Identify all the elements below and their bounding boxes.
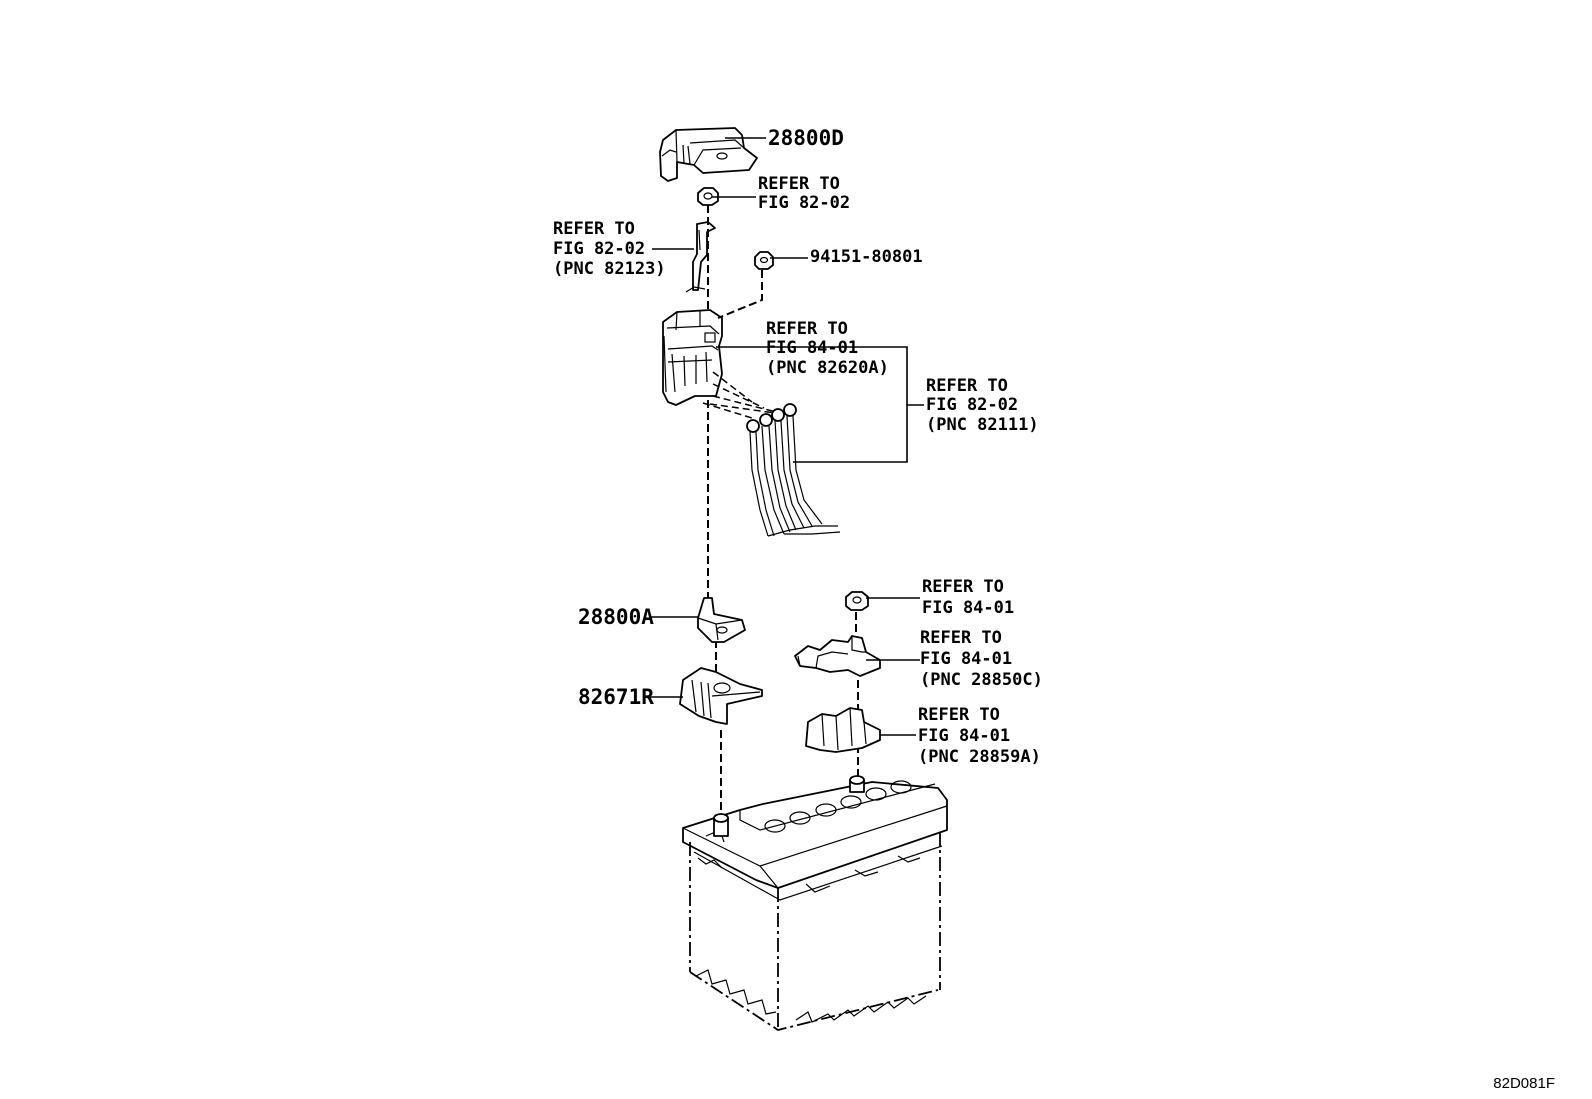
callout-refer-82-02-pnc-82123[interactable]: REFER TO FIG 82-02 (PNC 82123) — [553, 219, 666, 279]
label-line: FIG 84-01 — [922, 598, 1014, 618]
label-line: (PNC 82111) — [926, 415, 1039, 435]
label-line: 28800D — [768, 126, 844, 150]
terminal-82671R-part[interactable] — [679, 667, 763, 725]
label-line: 82671R — [578, 685, 654, 709]
callout-refer-84-01-pnc-28859A[interactable]: REFER TO FIG 84-01 (PNC 28859A) — [918, 705, 1041, 767]
label-line: FIG 82-02 — [758, 193, 850, 213]
label-line: (PNC 82620A) — [766, 358, 889, 378]
label-line: FIG 82-02 — [926, 395, 1018, 415]
battery-part[interactable] — [682, 775, 948, 1031]
label-line: REFER TO — [918, 705, 1000, 725]
terminal-cover-part[interactable] — [659, 127, 758, 182]
callout-refer-84-01-nut[interactable]: REFER TO FIG 84-01 — [922, 577, 1014, 618]
leader-lines — [650, 137, 924, 736]
callout-refer-84-01-pnc-82620A[interactable]: REFER TO FIG 84-01 (PNC 82620A) — [766, 319, 889, 378]
label-line: FIG 84-01 — [918, 726, 1010, 746]
label-line: FIG 82-02 — [553, 239, 645, 259]
label-line: REFER TO — [553, 219, 635, 239]
terminal-clamp-28800A-part[interactable] — [697, 597, 746, 643]
callout-28800D[interactable]: 28800D — [768, 126, 844, 150]
label-line: REFER TO — [920, 628, 1002, 648]
figure-reference-code: 82D081F — [1493, 1075, 1555, 1092]
nut-94151-part[interactable] — [754, 251, 774, 270]
fusible-link-block-part[interactable] — [662, 309, 723, 406]
callout-28800A[interactable]: 28800A — [578, 605, 654, 629]
callout-refer-82-02-pnc-82111[interactable]: REFER TO FIG 82-02 (PNC 82111) — [926, 376, 1039, 435]
callout-82671R[interactable]: 82671R — [578, 685, 654, 709]
terminal-28850C-part[interactable] — [794, 635, 881, 677]
label-line: 94151-80801 — [810, 247, 923, 267]
label-line: (PNC 28859A) — [918, 747, 1041, 767]
label-line: (PNC 28850C) — [920, 670, 1043, 690]
label-line: FIG 84-01 — [920, 649, 1012, 669]
label-line: (PNC 82123) — [553, 259, 666, 279]
nut-upper-part[interactable] — [697, 187, 719, 206]
callout-refer-84-01-pnc-28850C[interactable]: REFER TO FIG 84-01 (PNC 28850C) — [920, 628, 1043, 690]
label-line: REFER TO — [758, 174, 840, 194]
label-line: REFER TO — [766, 319, 848, 339]
callout-94151-80801[interactable]: 94151-80801 — [810, 247, 923, 267]
label-line: REFER TO — [922, 577, 1004, 597]
alignment-lines — [707, 205, 859, 815]
label-line: 28800A — [578, 605, 654, 629]
wire-harness-part[interactable] — [702, 371, 841, 537]
callout-refer-82-02-upper[interactable]: REFER TO FIG 82-02 — [758, 174, 850, 213]
lead-wire-part[interactable] — [685, 221, 716, 293]
label-line: REFER TO — [926, 376, 1008, 396]
label-line: FIG 84-01 — [766, 338, 858, 358]
terminal-28859A-part[interactable] — [805, 707, 881, 753]
nut-right-part[interactable] — [845, 591, 869, 611]
